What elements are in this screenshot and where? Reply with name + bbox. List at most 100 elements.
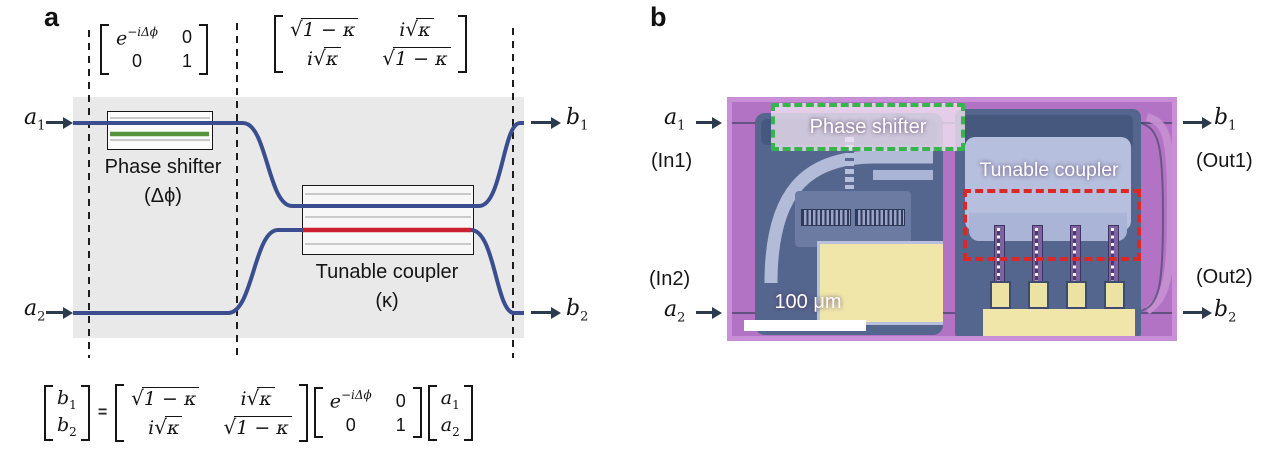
gold-pad-coupler <box>983 309 1135 341</box>
tunable-coupler-box <box>302 185 474 255</box>
bracket-left <box>313 387 323 439</box>
comb-drive-right <box>855 209 905 226</box>
phase-shifter-name: Phase shifter <box>104 156 222 178</box>
in1-label: (In1) <box>651 150 693 172</box>
vector-b: b1 b2 <box>44 384 90 441</box>
matrix-cell: 1 <box>182 51 193 72</box>
finger-pad <box>1104 281 1125 309</box>
box-detail-line <box>305 216 471 218</box>
suspended-waveguide-arcs <box>764 150 933 284</box>
matrix-cell: √1 − κ <box>382 46 451 71</box>
scale-label: 100 μm <box>774 291 842 313</box>
finger-pad <box>1066 281 1087 309</box>
port-b2-b: b2 <box>1214 297 1237 326</box>
output-arrow-b2 <box>531 306 561 319</box>
vector-cell: a2 <box>440 413 460 439</box>
arc-waveguide <box>764 150 933 284</box>
bracket-left <box>274 15 283 73</box>
phase-shifter-param: (Δϕ) <box>144 185 182 207</box>
dashed-reference-line-1 <box>88 30 90 358</box>
tunable-coupler-module <box>955 109 1141 341</box>
bracket-right <box>199 24 209 75</box>
out2-label: (Out2) <box>1196 266 1253 288</box>
bracket-right <box>298 384 308 442</box>
finger-pad <box>1028 281 1049 309</box>
input-arrow-in1 <box>696 116 722 129</box>
box-detail-line <box>305 193 471 195</box>
finger-dots <box>1035 228 1038 284</box>
matrix-cell: e−iΔϕ <box>329 388 372 413</box>
port-a2: a2 <box>24 296 46 325</box>
tunable-coupler-highlight-box <box>963 189 1141 261</box>
equals-sign: = <box>97 403 108 421</box>
phase-shifter-chip-label: Phase shifter <box>809 115 927 138</box>
waveguide-top <box>73 121 524 208</box>
matrix-cell: 0 <box>395 390 406 411</box>
in2-label: (In2) <box>649 268 691 290</box>
matrix-cell: 1 <box>395 414 406 435</box>
purple-arc <box>1144 113 1176 315</box>
bracket-left <box>44 384 53 441</box>
vector-cells: a1 a2 <box>440 385 461 441</box>
matrix-cell: e−iΔϕ <box>116 25 158 50</box>
coupler-matrix-equation: √1 − κ i√κ i√κ √1 − κ <box>115 384 308 442</box>
output-arrow-b1 <box>531 116 561 129</box>
matrix-cell: √1 − κ <box>223 415 292 440</box>
bracket-right <box>457 15 467 73</box>
finger-dots <box>1073 228 1076 284</box>
bracket-left <box>427 384 437 441</box>
coupler-matrix-cells: √1 − κ i√κ i√κ √1 − κ <box>127 384 296 442</box>
waveguide-arc <box>1141 122 1165 312</box>
phase-shifter-box <box>107 111 213 150</box>
finger-pad <box>990 281 1011 309</box>
vector-a: a1 a2 <box>427 384 473 441</box>
matrix-cell: i√κ <box>307 46 342 71</box>
matrix-cell: 0 <box>131 51 142 72</box>
coupler-matrix-top: √1 − κ i√κ i√κ √1 − κ <box>274 15 467 73</box>
vector-cell: a1 <box>440 386 460 412</box>
input-arrow-a2 <box>46 306 73 319</box>
output-arrow-out2 <box>1183 306 1212 319</box>
vector-cell: b2 <box>57 413 77 439</box>
matrix-cell: 0 <box>345 414 356 435</box>
finger-dots <box>1111 228 1114 284</box>
port-a2-b: a2 <box>664 297 686 326</box>
dashed-reference-line-2 <box>236 23 238 358</box>
chip-waveguide-bottom <box>727 312 1177 315</box>
port-b1: b1 <box>566 105 589 134</box>
finger-dots <box>997 228 1000 284</box>
input-arrow-a1 <box>46 116 73 129</box>
edge-routing-arcs <box>1141 113 1176 315</box>
tunable-coupler-chip-label: Tunable coupler <box>979 159 1119 181</box>
vector-cells: b1 b2 <box>56 385 78 441</box>
bracket-left <box>115 384 125 442</box>
bracket-left <box>100 24 109 75</box>
phase-matrix-cells: e−iΔϕ 0 0 1 <box>326 387 410 438</box>
waveguide-bottom-left <box>73 228 303 315</box>
input-arrow-in2 <box>696 306 722 319</box>
tunable-coupler-name: Tunable coupler <box>315 261 459 283</box>
matrix-cell: i√κ <box>240 386 275 411</box>
box-detail-line <box>110 117 210 119</box>
phase-matrix-equation: e−iΔϕ 0 0 1 <box>313 387 422 439</box>
matrix-cell: √1 − κ <box>131 386 200 411</box>
phase-shifter-label: Phase shifter (Δϕ) <box>85 153 241 211</box>
gold-pad-phase <box>817 241 943 325</box>
transfer-equation: b1 b2 = √1 − κ i√κ i√κ √1 − κ e−iΔϕ 0 0 … <box>44 384 473 442</box>
vector-cell: b1 <box>57 386 77 412</box>
output-arrow-out1 <box>1183 116 1212 129</box>
port-a1: a1 <box>24 105 46 134</box>
matrix-cell: √1 − κ <box>290 17 359 42</box>
tunable-coupler-label: Tunable coupler (κ) <box>302 258 472 316</box>
scale-bar <box>744 320 866 331</box>
phase-matrix-top: e−iΔϕ 0 0 1 <box>100 24 209 75</box>
matrix-cell: 0 <box>182 27 193 48</box>
actuator-stem <box>845 137 854 189</box>
port-b2: b2 <box>566 296 589 325</box>
matrix-cell: i√κ <box>148 415 183 440</box>
bracket-right <box>463 384 473 441</box>
phase-matrix-cells: e−iΔϕ 0 0 1 <box>112 24 196 75</box>
bracket-right <box>80 384 90 441</box>
dashed-reference-line-3 <box>512 28 514 358</box>
